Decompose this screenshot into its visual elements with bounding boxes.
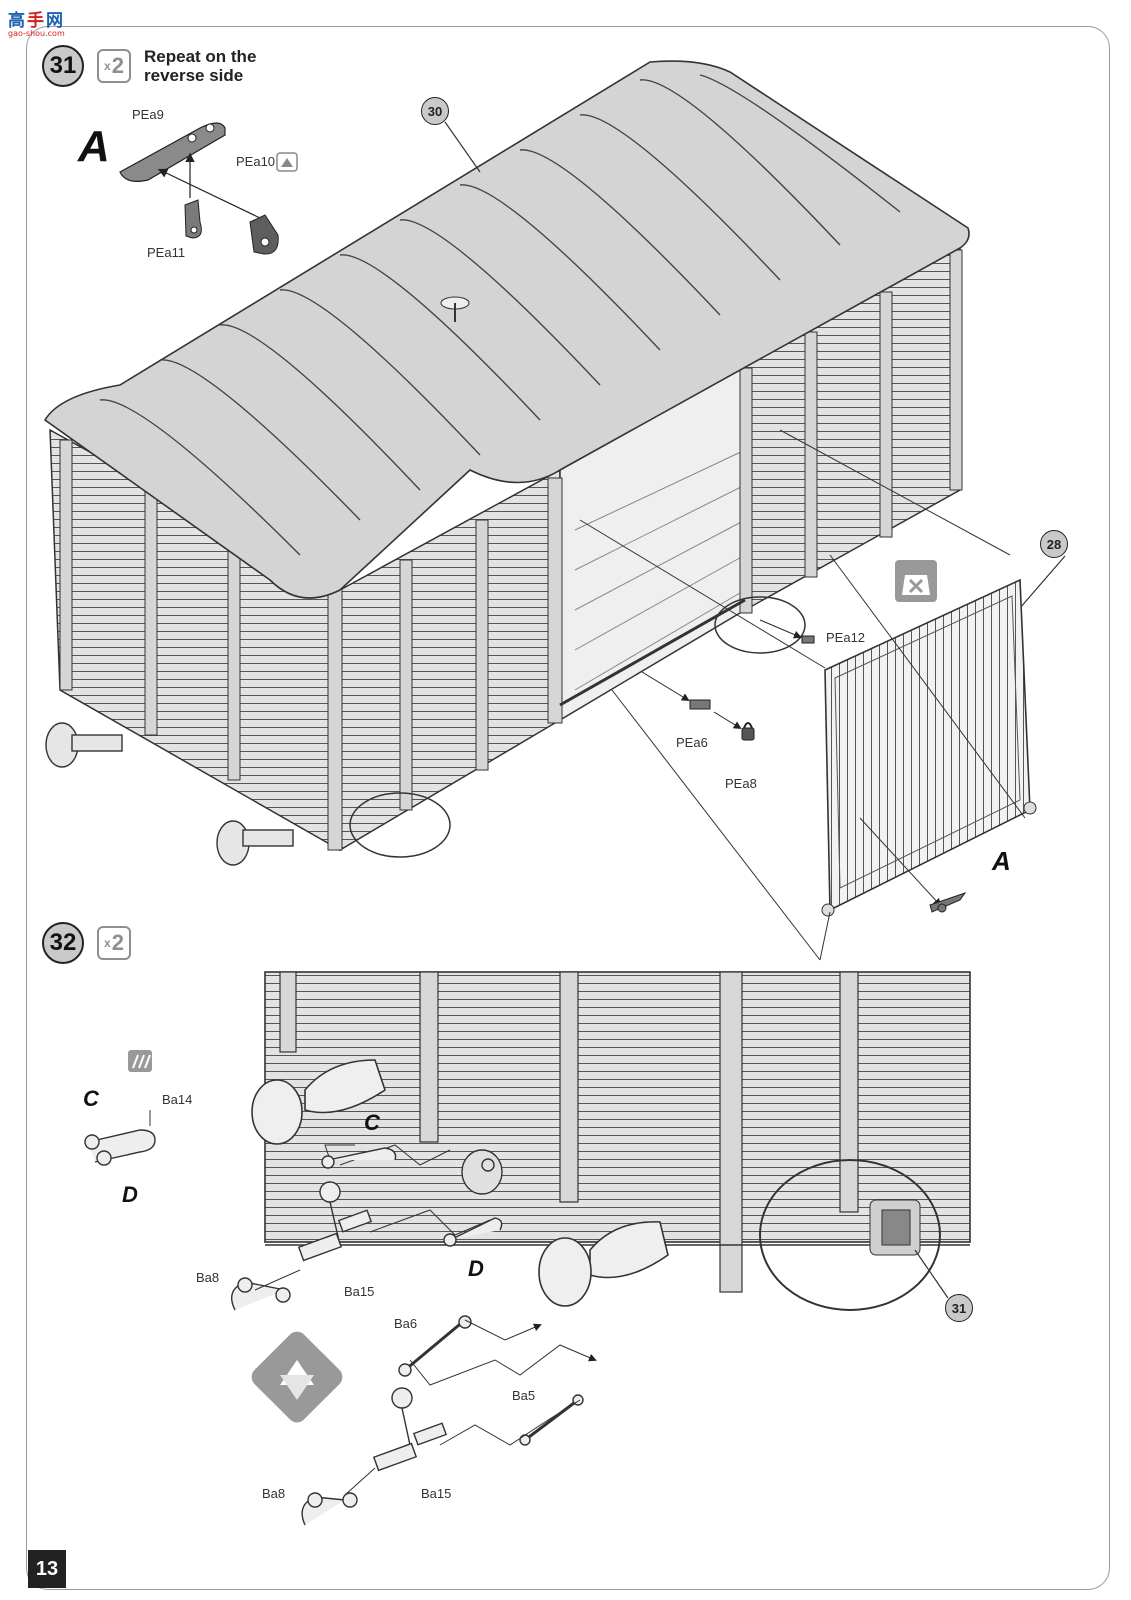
label-pea8: PEa8 xyxy=(725,776,757,791)
marker-a-detail: A xyxy=(78,122,110,171)
marker-c-detail: C xyxy=(83,1086,99,1111)
brake-shoe-part-31 xyxy=(869,1199,921,1256)
label-pea12: PEa12 xyxy=(826,630,866,645)
watermark-char: 手 xyxy=(27,11,46,31)
wheel xyxy=(349,596,806,858)
callout-30: 30 xyxy=(421,97,449,125)
screw-coupling-lower xyxy=(301,1315,584,1526)
remove-part-icon xyxy=(895,560,937,602)
wagon-side-closeup xyxy=(264,971,971,1243)
link-d-mid xyxy=(443,1217,503,1247)
part-pea10 xyxy=(249,214,279,255)
marker-c-assembly: C xyxy=(364,1110,380,1135)
note-line: reverse side xyxy=(144,66,244,85)
callout-28: 28 xyxy=(1040,530,1068,558)
buffer-closeup xyxy=(251,1059,669,1307)
wagon-roof xyxy=(43,60,970,599)
label-ba14: Ba14 xyxy=(162,1092,193,1107)
multiplier-value: 2 xyxy=(111,53,124,78)
note-line: Repeat on the xyxy=(144,47,257,66)
label-pea9: PEa9 xyxy=(132,107,164,122)
watermark-char: 网 xyxy=(46,11,65,31)
label-pea6: PEa6 xyxy=(676,735,708,750)
page-frame xyxy=(26,26,1110,1590)
part-pea6 xyxy=(689,699,711,710)
marker-d-detail: D xyxy=(122,1182,138,1207)
bend-icon xyxy=(128,1050,152,1072)
step-31-number: 31 xyxy=(42,45,84,87)
part-pea12 xyxy=(801,635,815,644)
watermark-url: gao-shou.com xyxy=(8,29,65,38)
label-ba5: Ba5 xyxy=(512,1388,536,1403)
marker-a-door: A xyxy=(992,846,1011,876)
label-ba8-top: Ba8 xyxy=(196,1270,220,1285)
wheel-closeup xyxy=(759,1159,941,1311)
part-pea11 xyxy=(184,199,202,239)
label-ba15-bottom: Ba15 xyxy=(421,1486,452,1501)
label-ba6: Ba6 xyxy=(394,1316,418,1331)
alternative-assembly-icon xyxy=(251,1331,343,1423)
paint-icon xyxy=(276,152,298,172)
latch-part-pea9 xyxy=(119,122,226,182)
label-ba15-top: Ba15 xyxy=(344,1284,375,1299)
watermark-char: 高 xyxy=(8,11,27,31)
hinge-part-a xyxy=(929,892,967,913)
screw-coupling-upper xyxy=(231,1181,373,1311)
part-pea8 xyxy=(741,727,755,741)
step-32-number: 32 xyxy=(42,922,84,964)
watermark: 高手网 gao-shou.com xyxy=(8,6,65,38)
label-ba8-bottom: Ba8 xyxy=(262,1486,286,1501)
label-pea11: PEa11 xyxy=(147,245,186,260)
callout-31: 31 xyxy=(945,1294,973,1322)
multiplier-value: 2 xyxy=(111,930,124,955)
coupling-hook xyxy=(461,1149,503,1195)
label-pea10: PEa10 xyxy=(236,154,276,169)
link-c-mid xyxy=(321,1147,397,1169)
buffer xyxy=(45,722,294,866)
marker-d-assembly: D xyxy=(468,1256,484,1281)
link-part-ba14 xyxy=(84,1129,156,1166)
page-number: 13 xyxy=(28,1550,66,1588)
step-31-note: Repeat on the reverse side xyxy=(144,47,256,85)
